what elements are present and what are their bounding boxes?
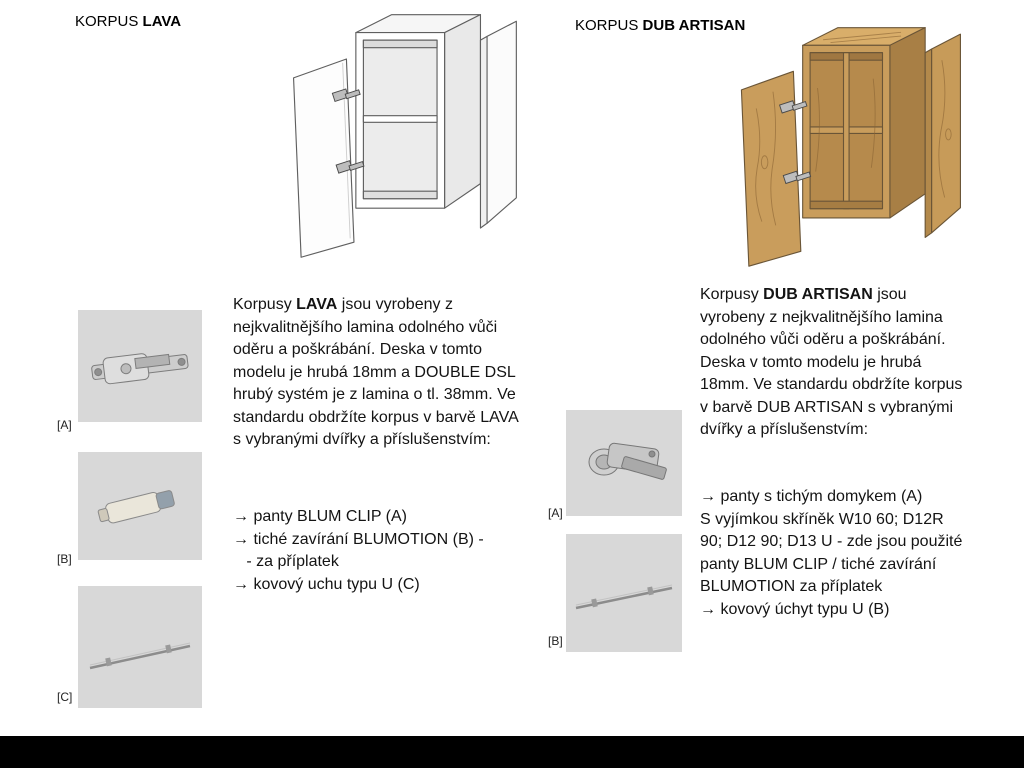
dub-artisan-thumb-handle [566,534,682,652]
dub-artisan-thumb-hinge [566,410,682,516]
hinge-icon [588,442,667,480]
lava-thumb-hinge [78,310,202,422]
hinge-icon [331,88,365,174]
lava-cabinet-body [292,14,517,258]
hinge-icon [778,100,812,185]
lava-thumb-handle [78,586,202,708]
footer-bar [0,736,1024,768]
thumb-label-a: [A] [548,506,563,520]
hinge-icon [91,353,189,385]
thumb-label-c: [C] [57,690,73,704]
dub-artisan-desc-pre: Korpusy [700,286,764,303]
dub-artisan-desc-rest: jsou vyrobeny z nejkvalitnějšího lamina … [700,286,963,438]
lava-desc-bold: LAVA [296,296,338,313]
u-handle-icon [89,642,191,670]
lava-desc-rest: jsou vyrobeny z nejkvalitnějšího lamina … [233,296,518,448]
dub-artisan-cabinet-illustration [740,27,961,267]
lava-bullet-handle: → kovový uchu typu U (C) [233,575,420,593]
thumb-label-a: [A] [57,418,72,432]
dub-artisan-cabinet-body [740,27,961,267]
dub-artisan-desc-bold: DUB ARTISAN [763,286,873,303]
lava-title: KORPUS LAVA [75,13,181,30]
lava-desc-pre: Korpusy [233,296,297,313]
dub-artisan-title: KORPUS DUB ARTISAN [575,17,745,34]
lava-bullet-list: → panty BLUM CLIP (A) → tiché zavírání B… [233,506,533,596]
lava-title-prefix: KORPUS [75,13,139,30]
lava-bullet-blumotion: → tiché zavírání BLUMOTION (B) - - za př… [233,530,484,571]
lava-bullet-panty: → panty BLUM CLIP (A) [233,508,407,525]
lava-title-name: LAVA [142,13,182,30]
u-handle-icon [575,584,673,610]
blumotion-damper-icon [97,490,175,524]
dub-artisan-bullet-panty: → panty s tichým domykem (A) S vyjímkou … [700,488,963,595]
dub-artisan-bullet-handle: → kovový úchyt typu U (B) [700,600,890,618]
dub-artisan-title-name: DUB ARTISAN [642,17,746,34]
lava-thumb-damper [78,452,202,560]
wood-grain-decoration [755,31,952,226]
thumb-label-b: [B] [548,634,563,648]
dub-artisan-description: Korpusy DUB ARTISAN jsou vyrobeny z nejk… [700,284,964,442]
thumb-label-b: [B] [57,552,72,566]
dub-artisan-bullet-list: → panty s tichým domykem (A) S vyjímkou … [700,486,968,621]
lava-description: Korpusy LAVA jsou vyrobeny z nejkvalitně… [233,294,519,452]
lava-cabinet-illustration [292,14,517,258]
dub-artisan-title-prefix: KORPUS [575,17,639,34]
